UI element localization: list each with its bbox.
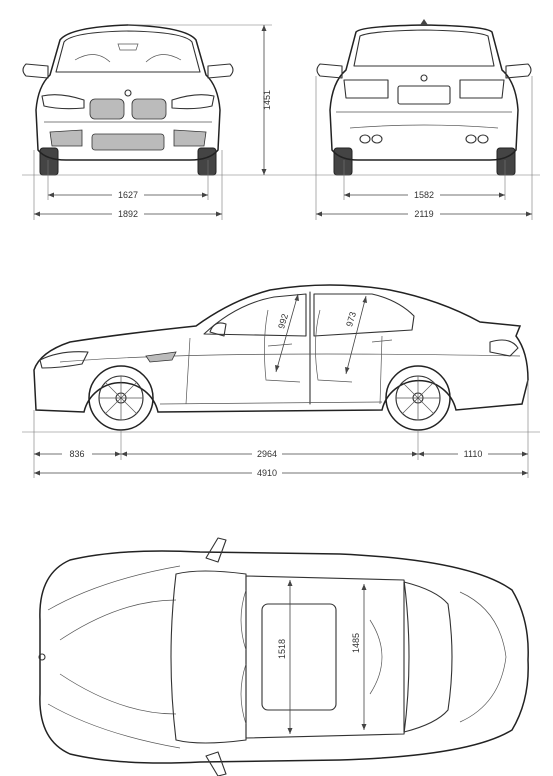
side-windows bbox=[203, 293, 415, 337]
rear-left-taillight bbox=[343, 79, 389, 99]
front-lower-intake bbox=[91, 133, 165, 151]
side-rear-wheel bbox=[385, 365, 451, 431]
rear-badge bbox=[420, 74, 428, 82]
front-track-dimension: 1627 bbox=[47, 160, 209, 200]
side-fender-vent bbox=[145, 351, 177, 363]
rear-body-outline bbox=[329, 24, 519, 161]
side-front-wheel bbox=[88, 365, 154, 431]
rear-width-label: 2119 bbox=[414, 209, 433, 219]
side-view: 992 973 bbox=[33, 284, 529, 431]
rear-shoulder-label: 1485 bbox=[351, 633, 361, 653]
rear-track-dimension: 1582 bbox=[343, 160, 506, 200]
wheelbase-label: 2964 bbox=[257, 449, 277, 459]
front-right-intake bbox=[173, 129, 207, 147]
front-left-headlight bbox=[41, 94, 85, 110]
front-kidney-grille-left bbox=[89, 98, 125, 120]
rear-exhaust-left bbox=[359, 134, 383, 144]
front-windshield bbox=[55, 30, 201, 73]
front-right-mirror bbox=[207, 63, 234, 79]
front-width-dimension: 1892 bbox=[33, 150, 223, 220]
front-track-label: 1627 bbox=[118, 190, 138, 200]
side-body-outline bbox=[33, 284, 529, 413]
front-shoulder-dimension: 1518 bbox=[276, 580, 293, 734]
front-overhang-label: 836 bbox=[69, 449, 84, 459]
top-windshield bbox=[170, 570, 247, 744]
rear-headroom-label: 973 bbox=[344, 311, 358, 328]
top-sunroof bbox=[261, 603, 337, 711]
rear-right-taillight bbox=[459, 79, 505, 99]
side-dimensions: 836 2964 1110 4910 bbox=[33, 380, 529, 478]
front-shoulder-label: 1518 bbox=[277, 639, 287, 659]
rear-shoulder-dimension: 1485 bbox=[350, 584, 367, 730]
front-right-tire bbox=[197, 147, 217, 176]
front-badge bbox=[124, 89, 132, 97]
rear-track-label: 1582 bbox=[414, 190, 434, 200]
top-right-mirror bbox=[205, 751, 227, 776]
side-mirror bbox=[209, 322, 227, 337]
height-label: 1451 bbox=[262, 90, 272, 110]
front-headroom-label: 992 bbox=[276, 313, 290, 330]
height-dimension: 1451 bbox=[128, 24, 272, 175]
rear-plate bbox=[397, 85, 451, 105]
top-view: 1518 1485 bbox=[38, 537, 529, 776]
top-rear-window bbox=[403, 581, 453, 733]
front-width-label: 1892 bbox=[118, 209, 138, 219]
rear-overhang-label: 1110 bbox=[464, 449, 483, 459]
front-headroom-dimension: 992 bbox=[275, 293, 299, 373]
rear-left-mirror bbox=[316, 63, 343, 79]
rear-left-tire bbox=[333, 147, 353, 176]
front-view bbox=[22, 24, 234, 176]
rear-window bbox=[353, 29, 495, 67]
rear-right-mirror bbox=[505, 63, 532, 79]
top-body-outline bbox=[39, 550, 529, 764]
rear-right-tire bbox=[496, 147, 516, 176]
rear-exhaust-right bbox=[465, 134, 489, 144]
front-right-headlight bbox=[171, 94, 215, 110]
front-kidney-grille-right bbox=[131, 98, 167, 120]
top-left-mirror bbox=[205, 537, 227, 563]
overall-length-label: 4910 bbox=[257, 468, 277, 478]
front-left-intake bbox=[49, 129, 83, 147]
front-left-mirror bbox=[22, 63, 49, 79]
top-roof bbox=[245, 575, 410, 739]
rear-headroom-dimension: 973 bbox=[344, 295, 367, 375]
rear-view bbox=[316, 19, 532, 176]
rear-width-dimension: 2119 bbox=[315, 76, 533, 220]
top-front-badge bbox=[38, 653, 46, 661]
front-left-tire bbox=[39, 147, 59, 176]
